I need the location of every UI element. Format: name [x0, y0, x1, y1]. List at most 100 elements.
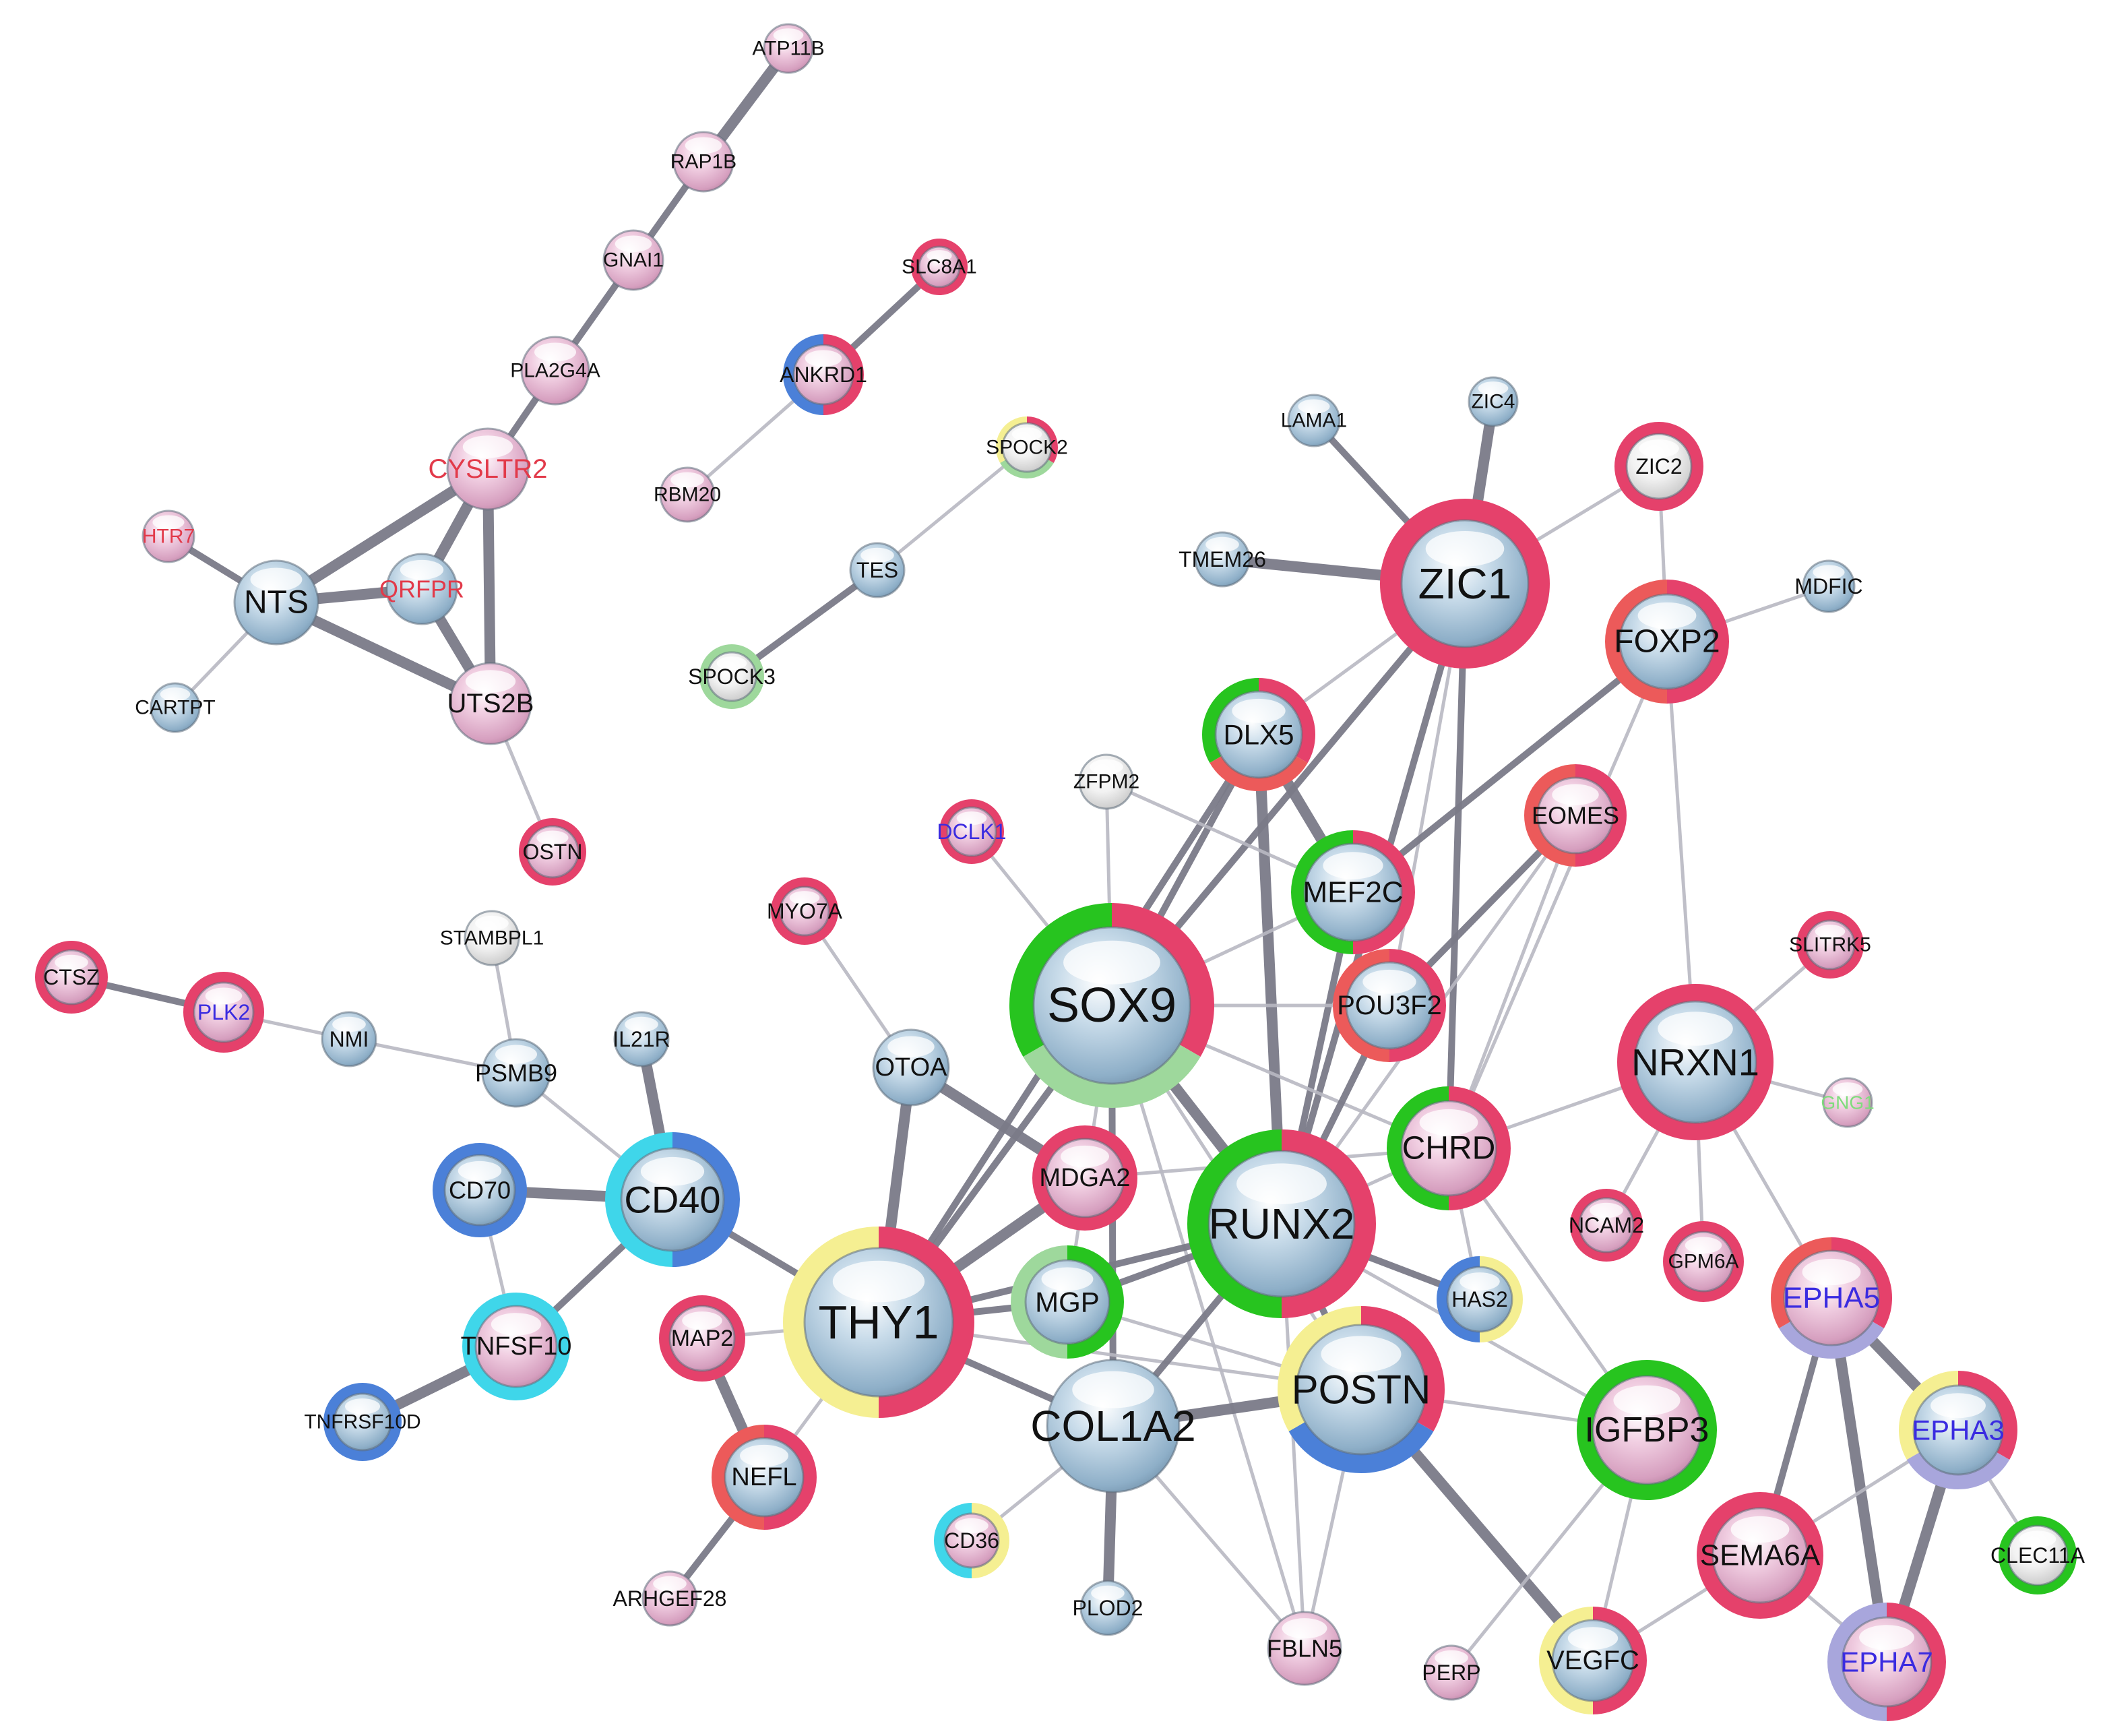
- node-pla2g4a[interactable]: PLA2G4A: [510, 336, 600, 406]
- node-nrxn1[interactable]: NRXN1: [1617, 984, 1774, 1140]
- node-ring-segment: [1592, 1607, 1647, 1714]
- node-col1a2[interactable]: COL1A2: [1030, 1359, 1196, 1493]
- node-otoa[interactable]: OTOA: [872, 1028, 950, 1107]
- node-fbln5[interactable]: FBLN5: [1267, 1611, 1342, 1686]
- node-has2[interactable]: HAS2: [1437, 1256, 1523, 1342]
- edge-foxp2-mef2c: [1350, 638, 1670, 896]
- node-zic4[interactable]: ZIC4: [1468, 376, 1519, 427]
- node-lama1[interactable]: LAMA1: [1281, 394, 1347, 447]
- node-stambpl1[interactable]: STAMBPL1: [440, 910, 544, 966]
- node-plod2[interactable]: PLOD2: [1073, 1580, 1143, 1636]
- node-rap1b[interactable]: RAP1B: [670, 131, 736, 193]
- node-map2[interactable]: MAP2: [659, 1295, 745, 1382]
- node-ncam2[interactable]: NCAM2: [1569, 1189, 1644, 1262]
- node-spock2[interactable]: SPOCK2: [986, 416, 1068, 478]
- node-ring: [323, 1383, 402, 1461]
- node-cd40[interactable]: CD40: [605, 1132, 740, 1267]
- node-gnai1[interactable]: GNAI1: [602, 229, 664, 291]
- node-highlight: [1425, 530, 1505, 567]
- node-tes[interactable]: TES: [849, 542, 906, 598]
- node-igfbp3[interactable]: IGFBP3: [1577, 1360, 1717, 1500]
- node-zic2[interactable]: ZIC2: [1614, 422, 1703, 511]
- node-epha7[interactable]: EPHA7: [1827, 1603, 1946, 1721]
- node-plk2[interactable]: PLK2: [183, 972, 264, 1053]
- node-spock3[interactable]: SPOCK3: [688, 644, 776, 709]
- node-sox9[interactable]: SOX9: [1009, 903, 1214, 1108]
- node-highlight: [1639, 439, 1679, 458]
- node-postn[interactable]: POSTN: [1278, 1306, 1445, 1473]
- node-highlight: [1802, 1258, 1861, 1286]
- node-ring-segment: [1831, 1237, 1892, 1328]
- node-label-slitrk5: SLITRK5: [1789, 934, 1871, 956]
- node-runx2[interactable]: RUNX2: [1187, 1129, 1376, 1318]
- node-ankrd1[interactable]: ANKRD1: [780, 334, 867, 415]
- node-dlx5[interactable]: DLX5: [1202, 678, 1315, 791]
- node-highlight: [927, 250, 952, 261]
- node-nmi[interactable]: NMI: [321, 1011, 377, 1067]
- node-cartpt[interactable]: CARTPT: [135, 682, 216, 733]
- node-ring: [35, 941, 108, 1014]
- node-tmem26[interactable]: TMEM26: [1179, 531, 1266, 588]
- node-uts2b[interactable]: UTS2B: [447, 662, 534, 745]
- edge-zic1-chrd: [1445, 580, 1468, 1152]
- node-cd36[interactable]: CD36: [934, 1503, 1009, 1578]
- node-il21r[interactable]: IL21R: [613, 1011, 670, 1067]
- node-myo7a[interactable]: MYO7A: [767, 877, 843, 945]
- node-mdfic[interactable]: MDFIC: [1794, 559, 1863, 613]
- node-label-mgp: MGP: [1035, 1286, 1100, 1318]
- node-highlight: [1321, 1336, 1402, 1373]
- node-nts[interactable]: NTS: [233, 559, 319, 646]
- node-vegfc[interactable]: VEGFC: [1539, 1607, 1647, 1714]
- node-label-col1a2: COL1A2: [1030, 1402, 1195, 1450]
- node-ring-segment: [605, 1132, 673, 1267]
- node-ring-segment: [1437, 1256, 1480, 1342]
- node-ring-segment: [971, 1503, 1009, 1578]
- node-htr7[interactable]: HTR7: [142, 509, 195, 563]
- node-label-vegfc: VEGFC: [1546, 1646, 1639, 1675]
- node-sema6a[interactable]: SEMA6A: [1697, 1492, 1823, 1619]
- node-highlight: [458, 1160, 502, 1181]
- node-zfpm2[interactable]: ZFPM2: [1073, 753, 1139, 810]
- node-ring-segment: [1111, 903, 1214, 1057]
- node-highlight: [1232, 698, 1286, 723]
- node-psmb9[interactable]: PSMB9: [475, 1038, 557, 1108]
- node-label-epha5: EPHA5: [1783, 1282, 1880, 1315]
- node-clec11a[interactable]: CLEC11A: [1990, 1516, 2085, 1594]
- node-epha5[interactable]: EPHA5: [1771, 1237, 1892, 1359]
- node-pou3f2[interactable]: POU3F2: [1333, 949, 1446, 1062]
- node-mgp[interactable]: MGP: [1011, 1245, 1124, 1359]
- node-nefl[interactable]: NEFL: [712, 1425, 817, 1530]
- node-thy1[interactable]: THY1: [783, 1227, 974, 1418]
- node-label-plod2: PLOD2: [1073, 1596, 1143, 1620]
- node-gpm6a[interactable]: GPM6A: [1663, 1221, 1744, 1302]
- node-mdga2[interactable]: MDGA2: [1032, 1125, 1137, 1231]
- node-perp[interactable]: PERP: [1422, 1644, 1481, 1701]
- node-epha3[interactable]: EPHA3: [1899, 1371, 2017, 1489]
- node-ring: [939, 799, 1004, 864]
- node-mef2c[interactable]: MEF2C: [1291, 830, 1415, 954]
- node-arhgef28[interactable]: ARHGEF28: [613, 1570, 727, 1627]
- node-highlight: [740, 1444, 788, 1467]
- node-cysltr2[interactable]: CYSLTR2: [428, 427, 548, 511]
- node-zic1[interactable]: ZIC1: [1380, 499, 1550, 669]
- node-tnfrsf10d[interactable]: TNFRSF10D: [304, 1383, 421, 1461]
- node-highlight: [716, 656, 747, 671]
- node-ostn[interactable]: OSTN: [519, 818, 586, 886]
- node-atp11b[interactable]: ATP11B: [752, 23, 825, 74]
- node-qrfpr[interactable]: QRFPR: [379, 553, 464, 625]
- node-cd70[interactable]: CD70: [433, 1143, 527, 1237]
- node-slitrk5[interactable]: SLITRK5: [1789, 911, 1871, 979]
- node-tnfsf10[interactable]: TNFSF10: [461, 1293, 572, 1400]
- node-chrd[interactable]: CHRD: [1387, 1086, 1511, 1210]
- node-eomes[interactable]: EOMES: [1524, 764, 1627, 867]
- node-ring-segment: [1524, 764, 1576, 867]
- node-rbm20[interactable]: RBM20: [654, 466, 721, 523]
- node-gng1[interactable]: GNG1: [1821, 1077, 1875, 1128]
- node-label-cd70: CD70: [449, 1177, 511, 1204]
- node-dclk1[interactable]: DCLK1: [937, 799, 1007, 864]
- node-ctsz[interactable]: CTSZ: [35, 941, 108, 1014]
- node-label-il21r: IL21R: [613, 1027, 670, 1051]
- node-foxp2[interactable]: FOXP2: [1605, 580, 1729, 704]
- node-label-thy1: THY1: [819, 1296, 939, 1348]
- node-slc8a1[interactable]: SLC8A1: [902, 239, 977, 295]
